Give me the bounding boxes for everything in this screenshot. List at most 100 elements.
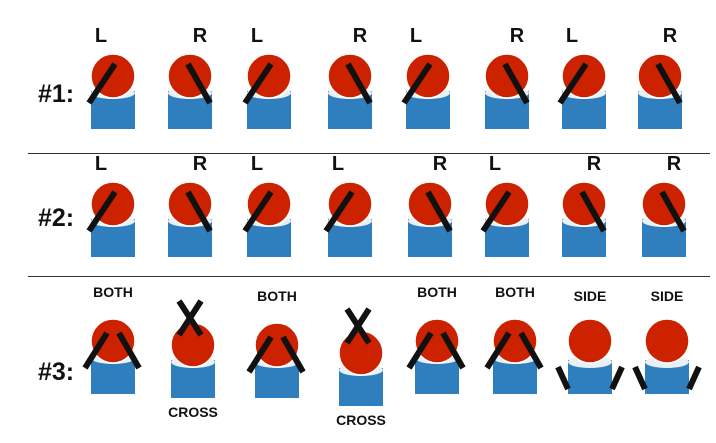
side-stick-right (686, 365, 702, 391)
figure-graphic (561, 181, 607, 257)
head (567, 318, 613, 364)
figure-label: R (192, 25, 208, 47)
figure-1-6: R (472, 25, 542, 161)
figure-1-3: L (234, 25, 304, 161)
figure-1-4: R (315, 25, 385, 161)
figure-graphic (323, 181, 373, 257)
figure-3-4: CROSS (326, 307, 396, 438)
right-stick (440, 331, 466, 370)
figure-graphic (242, 53, 292, 129)
right-stick (579, 190, 607, 233)
head (254, 322, 300, 368)
right-stick (185, 190, 213, 233)
figure-label: R (666, 153, 682, 175)
right-stick (518, 331, 544, 370)
left-stick (557, 62, 589, 105)
figure-2-7: R (549, 153, 619, 289)
head (644, 318, 690, 364)
figure-label: L (94, 25, 108, 47)
row-label-2: #2: (38, 204, 75, 232)
left-stick (406, 331, 434, 370)
figure-label: R (509, 25, 525, 47)
figure-label: L (250, 153, 264, 175)
figure-label: CROSS (168, 404, 218, 420)
left-stick (480, 190, 512, 233)
figure-label: R (586, 153, 602, 175)
right-stick (659, 190, 687, 233)
left-stick (323, 190, 355, 233)
figure-graphic (407, 181, 453, 257)
figure-graphic (557, 53, 607, 129)
figure-label: R (192, 153, 208, 175)
side-stick-left (555, 365, 571, 391)
right-stick (280, 335, 306, 374)
figure-graphic (82, 318, 142, 394)
head (170, 322, 216, 368)
head (492, 318, 538, 364)
figure-1-1: L (78, 25, 148, 161)
figure-label: R (432, 153, 448, 175)
left-stick (242, 62, 274, 105)
left-stick (246, 335, 274, 374)
figure-3-8: SIDE (632, 288, 702, 430)
figure-label: R (352, 25, 368, 47)
figure-graphic (86, 53, 136, 129)
figure-1-8: R (625, 25, 695, 161)
figure-3-2: CROSS (158, 299, 228, 430)
figure-label: SIDE (573, 288, 607, 304)
figure-2-3: L (234, 153, 304, 289)
figure-graphic (641, 181, 687, 257)
figure-label: R (662, 25, 678, 47)
figure-2-5: R (395, 153, 465, 289)
right-stick (425, 190, 453, 233)
figure-3-5: BOTH (402, 284, 472, 426)
head (414, 318, 460, 364)
figure-3-7: SIDE (555, 288, 625, 430)
figure-2-8: R (629, 153, 699, 289)
figure-graphic (338, 307, 384, 406)
left-stick (401, 62, 433, 105)
cross-stick-b (176, 299, 204, 337)
cross-stick-b (344, 307, 372, 345)
right-stick (655, 62, 683, 105)
left-stick (484, 331, 512, 370)
figure-label: BOTH (417, 284, 457, 300)
right-stick (502, 62, 530, 105)
figure-graphic (246, 322, 306, 398)
figure-graphic (401, 53, 451, 129)
figure-label: L (331, 153, 345, 175)
figure-label: L (488, 153, 502, 175)
figure-graphic (637, 53, 683, 129)
figure-graphic (406, 318, 466, 394)
figure-label: SIDE (650, 288, 684, 304)
figure-label: BOTH (495, 284, 535, 300)
head (338, 330, 384, 376)
figure-graphic (327, 53, 373, 129)
row-divider-1 (28, 153, 710, 154)
figure-3-1: BOTH (78, 284, 148, 426)
side-stick-right (609, 365, 625, 391)
figure-label: CROSS (336, 412, 386, 428)
figure-1-7: L (549, 25, 619, 161)
left-stick (242, 190, 274, 233)
right-stick (116, 331, 142, 370)
figure-graphic (86, 181, 136, 257)
left-stick (82, 331, 110, 370)
figure-graphic (484, 53, 530, 129)
figure-2-6: L (472, 153, 542, 289)
figure-graphic (484, 318, 544, 394)
right-stick (185, 62, 213, 105)
figure-graphic (555, 318, 625, 394)
right-stick (345, 62, 373, 105)
left-stick (86, 62, 118, 105)
figure-graphic (480, 181, 530, 257)
row-label-3: #3: (38, 358, 75, 386)
head (90, 318, 136, 364)
figure-3-3: BOTH (242, 288, 312, 430)
figure-graphic (167, 53, 213, 129)
figure-label: BOTH (257, 288, 297, 304)
figure-1-2: R (155, 25, 225, 161)
side-stick-left (632, 365, 648, 391)
figure-label: L (409, 25, 423, 47)
